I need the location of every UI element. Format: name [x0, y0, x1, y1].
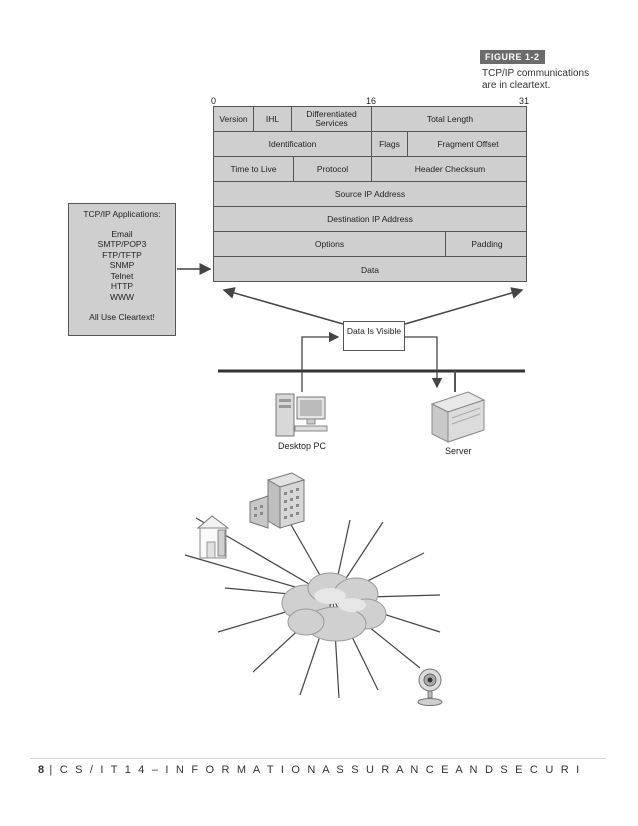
field-padding: Padding — [471, 238, 503, 249]
internet-cloud-icon — [281, 572, 387, 642]
header-row-4: Source IP Address — [214, 182, 526, 207]
footer-separator: | — [44, 764, 60, 776]
bit-label-31: 31 — [519, 96, 530, 106]
app-item: SNMP — [109, 260, 135, 270]
bit-label-16: 16 — [366, 96, 377, 106]
office-building-icon — [249, 472, 306, 529]
field-ihl: IHL — [254, 107, 292, 131]
app-item: Email — [111, 228, 133, 239]
bit-label-0: 0 — [211, 96, 217, 106]
desktop-to-box-arrow — [301, 331, 340, 392]
desktop-pc-icon — [275, 393, 328, 437]
footer-course-title: C S / I T 1 4 – I N F O R M A T I O N A … — [59, 764, 582, 776]
field-data: Data — [361, 264, 379, 275]
field-destination-ip: Destination IP Address — [327, 213, 413, 224]
ip-header-diagram: Version IHL Differentiated Services Tota… — [213, 106, 527, 282]
page-footer: 8 | C S / I T 1 4 – I N F O R M A T I O … — [38, 764, 581, 776]
header-row-3: Time to Live Protocol Header Checksum — [214, 157, 526, 182]
footer-divider — [30, 758, 606, 759]
webcam-icon — [417, 668, 443, 706]
header-row-6: Options Padding — [214, 232, 526, 257]
house-icon — [196, 515, 230, 559]
field-source-ip: Source IP Address — [334, 188, 406, 199]
app-item: HTTP — [110, 281, 134, 291]
left-visibility-arrow — [222, 287, 344, 325]
app-item: SMTP/POP3 — [97, 239, 147, 249]
field-version: Version — [214, 107, 254, 131]
desktop-pc-label: Desktop PC — [278, 441, 327, 451]
data-is-visible-box: Data Is Visible — [343, 321, 405, 351]
apps-title: TCP/IP Applications: — [83, 209, 161, 219]
app-item: Telnet — [110, 270, 134, 281]
header-row-1: Version IHL Differentiated Services Tota… — [214, 107, 526, 132]
field-differentiated-services: Differentiated Services — [292, 107, 372, 131]
app-item: WWW — [109, 291, 135, 302]
tcp-ip-applications-box: TCP/IP Applications: Email SMTP/POP3 FTP… — [68, 203, 176, 336]
field-total-length: Total Length — [426, 113, 474, 124]
header-row-7: Data — [214, 257, 526, 283]
field-header-checksum: Header Checksum — [414, 163, 486, 174]
apps-footer: All Use Cleartext! — [89, 312, 155, 322]
field-options: Options — [214, 232, 446, 256]
field-fragment-offset: Fragment Offset — [437, 138, 499, 149]
figure-caption: TCP/IP communications are in cleartext. — [482, 68, 590, 91]
server-label: Server — [445, 446, 472, 456]
header-row-2: Identification Flags Fragment Offset — [214, 132, 526, 157]
server-icon — [430, 391, 486, 443]
field-protocol: Protocol — [294, 157, 372, 181]
field-time-to-live: Time to Live — [214, 157, 294, 181]
header-row-5: Destination IP Address — [214, 207, 526, 232]
field-identification: Identification — [214, 132, 372, 156]
box-to-server-arrow — [405, 336, 443, 389]
field-flags: Flags — [372, 132, 408, 156]
page-number: 8 — [38, 764, 45, 776]
figure-label: FIGURE 1-2 — [480, 50, 545, 64]
app-item: FTP/TFTP — [102, 249, 142, 260]
right-visibility-arrow — [404, 287, 524, 325]
